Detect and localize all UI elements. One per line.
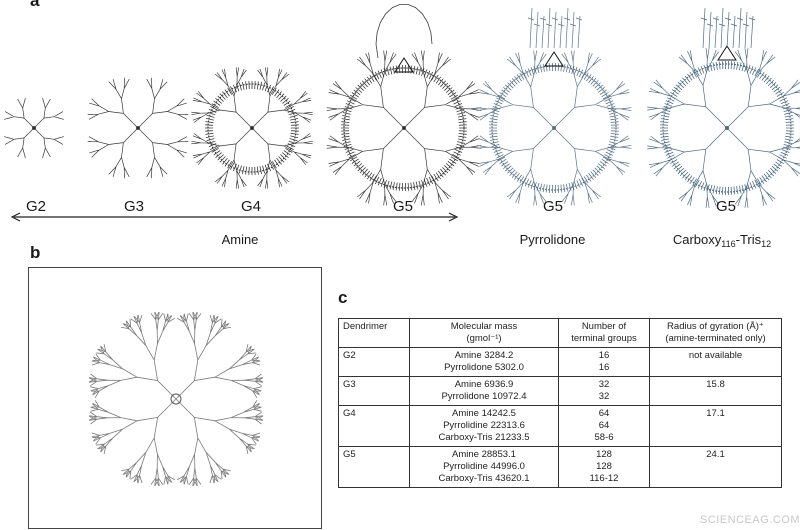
dendrimer-g4-amine: [191, 67, 313, 189]
carboxy-label-sub2: 12: [761, 239, 772, 249]
carboxy-label-sub1: 116: [721, 239, 736, 249]
header-radius-of-gyration: Radius of gyration (Å)⁺(amine-terminated…: [649, 318, 782, 348]
cell-generation: G3: [338, 376, 410, 406]
cell-radius: 15.8: [649, 376, 782, 406]
amine-series-arrow: [10, 212, 459, 222]
panel-letter-c: c: [338, 288, 348, 307]
g5-structure-branches: [88, 311, 264, 487]
generation-label-g5-pyrrolidone: G5: [542, 198, 563, 215]
cell-generation: G2: [338, 347, 410, 377]
group-label-carboxy-tris: Carboxy116-Tris12: [662, 232, 782, 249]
dendrimer-illustrations: [4, 4, 800, 208]
header-dendrimer: Dendrimer: [338, 318, 410, 348]
header-molecular-mass: Molecular mass(gmol⁻¹): [409, 318, 559, 348]
cell-radius: not available: [649, 347, 782, 377]
surface-groups-sketch-0: [527, 7, 583, 49]
amine-terminal-chain: [375, 4, 433, 59]
generation-label-g5-carboxy: G5: [715, 198, 736, 215]
cell-radius: 17.1: [649, 405, 782, 447]
dendrimer-g5-pyrrolidone: [476, 50, 632, 206]
panel-letter-b: b: [30, 243, 41, 262]
dendrimer-properties-table: Dendrimer Molecular mass(gmol⁻¹) Number …: [338, 318, 782, 488]
dendrimer-g3-amine: [87, 77, 189, 179]
cell-generation: G4: [338, 405, 410, 447]
cell-generation: G5: [338, 446, 410, 488]
generation-label-g3: G3: [123, 198, 144, 215]
carboxy-label-mid: -Tris: [735, 232, 762, 247]
table-header-row: Dendrimer Molecular mass(gmol⁻¹) Number …: [338, 318, 782, 348]
watermark: SCIENCEAG.COM: [700, 514, 800, 526]
group-label-amine: Amine: [221, 232, 259, 247]
dendrimer-g2-amine: [4, 98, 64, 158]
group-label-pyrrolidone: Pyrrolidone: [519, 232, 586, 247]
terminal-group-zoom-2: [717, 45, 737, 61]
dendrimer-g5-carboxy-tris: [647, 48, 800, 208]
structure-frame: [28, 267, 322, 529]
generation-label-g4: G4: [240, 198, 261, 215]
carboxy-label-main: Carboxy: [672, 232, 722, 247]
cell-radius: 24.1: [649, 446, 782, 488]
terminal-group-zoom-1: [544, 51, 564, 67]
g5-structure-detail: [88, 311, 264, 487]
panel-letter-a: a: [30, 0, 40, 10]
surface-groups-sketch-1: [700, 7, 756, 49]
dendrimer-g5-amine: [326, 50, 482, 206]
generation-label-g5-amine: G5: [392, 198, 413, 215]
terminal-group-zoom-0: [394, 57, 414, 73]
generation-label-g2: G2: [25, 198, 46, 215]
